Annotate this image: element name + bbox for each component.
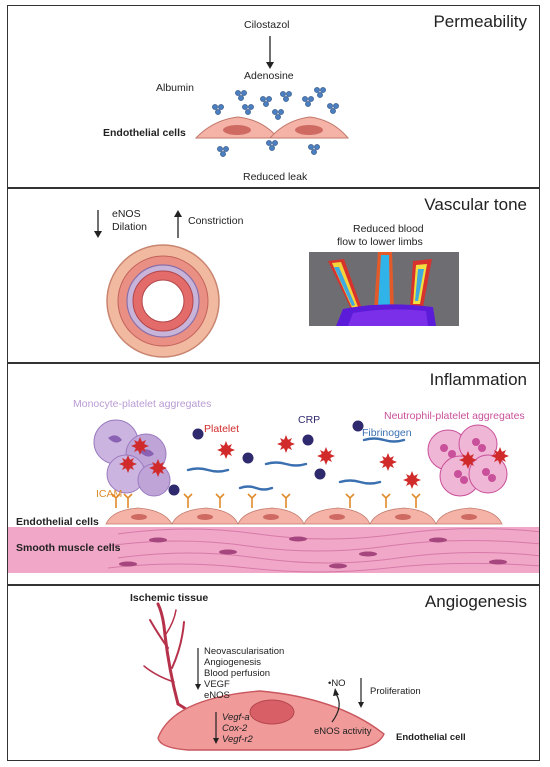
icam-label: ICAM: [96, 488, 123, 500]
inflammation-illustration: [8, 419, 539, 573]
albumin-icon: [212, 87, 339, 157]
crp-label: CRP: [298, 414, 321, 426]
inflammation-title: Inflammation: [429, 370, 527, 389]
endothelial-nuclei: [131, 514, 477, 520]
gene-vegf-a: Vegf-a: [222, 712, 250, 723]
fibrinogen-icon: [186, 437, 406, 491]
endothelial-cell-row: [105, 507, 503, 525]
endothelial-cells-label: Endothelial cells: [103, 127, 186, 139]
fibrinogen-label: Fibrinogen: [362, 427, 412, 439]
neutrophil-label: Neutrophil-platelet aggregates: [384, 410, 525, 422]
blood-flow-image: [309, 252, 459, 326]
monocyte-label: Monocyte-platelet aggregates: [73, 398, 212, 410]
permeability-title: Permeability: [433, 12, 527, 31]
monocyte-aggregate-icon: [93, 419, 171, 497]
flow-caption-line2: flow to lower limbs: [337, 236, 423, 248]
permeability-illustration: [194, 36, 350, 157]
capillary-icon: [143, 602, 198, 718]
permeability-panel: Permeability Cilostazol Adenosine: [7, 5, 540, 188]
reduced-leak-label: Reduced leak: [243, 171, 308, 183]
proliferation-label: Proliferation: [370, 686, 421, 697]
endothelial-cell-label: Endothelial cell: [396, 732, 466, 743]
vascular-tone-illustration: [94, 210, 459, 358]
angiogenesis-panel: Angiogenesis Ischemic tissue Neovascular…: [7, 585, 540, 761]
gene-vegf-r2: Vegf-r2: [222, 734, 253, 745]
ischemic-tissue-label: Ischemic tissue: [130, 592, 209, 604]
constriction-label: Constriction: [188, 215, 244, 227]
vascular-tone-panel: Vascular tone eNOS Dila: [7, 188, 540, 363]
gene-cox-2: Cox-2: [222, 723, 248, 734]
endothelial-cells-label: Endothelial cells: [16, 516, 99, 528]
dilation-label: Dilation: [112, 221, 148, 233]
albumin-label: Albumin: [156, 82, 194, 94]
angiogenesis-title: Angiogenesis: [424, 592, 527, 611]
flow-caption-line1: Reduced blood: [353, 223, 424, 235]
adenosine-label: Adenosine: [244, 70, 294, 82]
effect-angiogenesis: Angiogenesis: [204, 657, 262, 668]
smooth-muscle-layer: [8, 527, 539, 573]
effect-enos: eNOS: [204, 690, 230, 701]
inflammation-panel: Inflammation: [7, 363, 540, 585]
effect-blood-perfusion: Blood perfusion: [204, 668, 271, 679]
endothelial-cell-icon: [157, 690, 385, 751]
angiogenesis-illustration: [143, 602, 385, 751]
arrowhead-icon: [266, 62, 274, 69]
vessel-cross-section-icon: [106, 244, 220, 358]
vascular-tone-title: Vascular tone: [424, 195, 527, 214]
enos-label: eNOS: [112, 208, 141, 220]
effect-vegf: VEGF: [204, 679, 230, 690]
nitric-oxide-label: •NO: [328, 678, 346, 689]
smooth-muscle-label: Smooth muscle cells: [16, 542, 121, 554]
cilostazol-label: Cilostazol: [244, 19, 290, 31]
platelet-label: Platelet: [204, 423, 240, 435]
enos-activity-label: eNOS activity: [314, 726, 372, 737]
endothelial-cell-shape: [194, 116, 350, 139]
crp-icon: [168, 420, 364, 496]
platelet-icon: [119, 435, 509, 489]
curved-arrow-icon: [331, 693, 340, 723]
icam-receptor-icon: [111, 493, 421, 508]
effect-neovascularisation: Neovascularisation: [204, 646, 285, 657]
